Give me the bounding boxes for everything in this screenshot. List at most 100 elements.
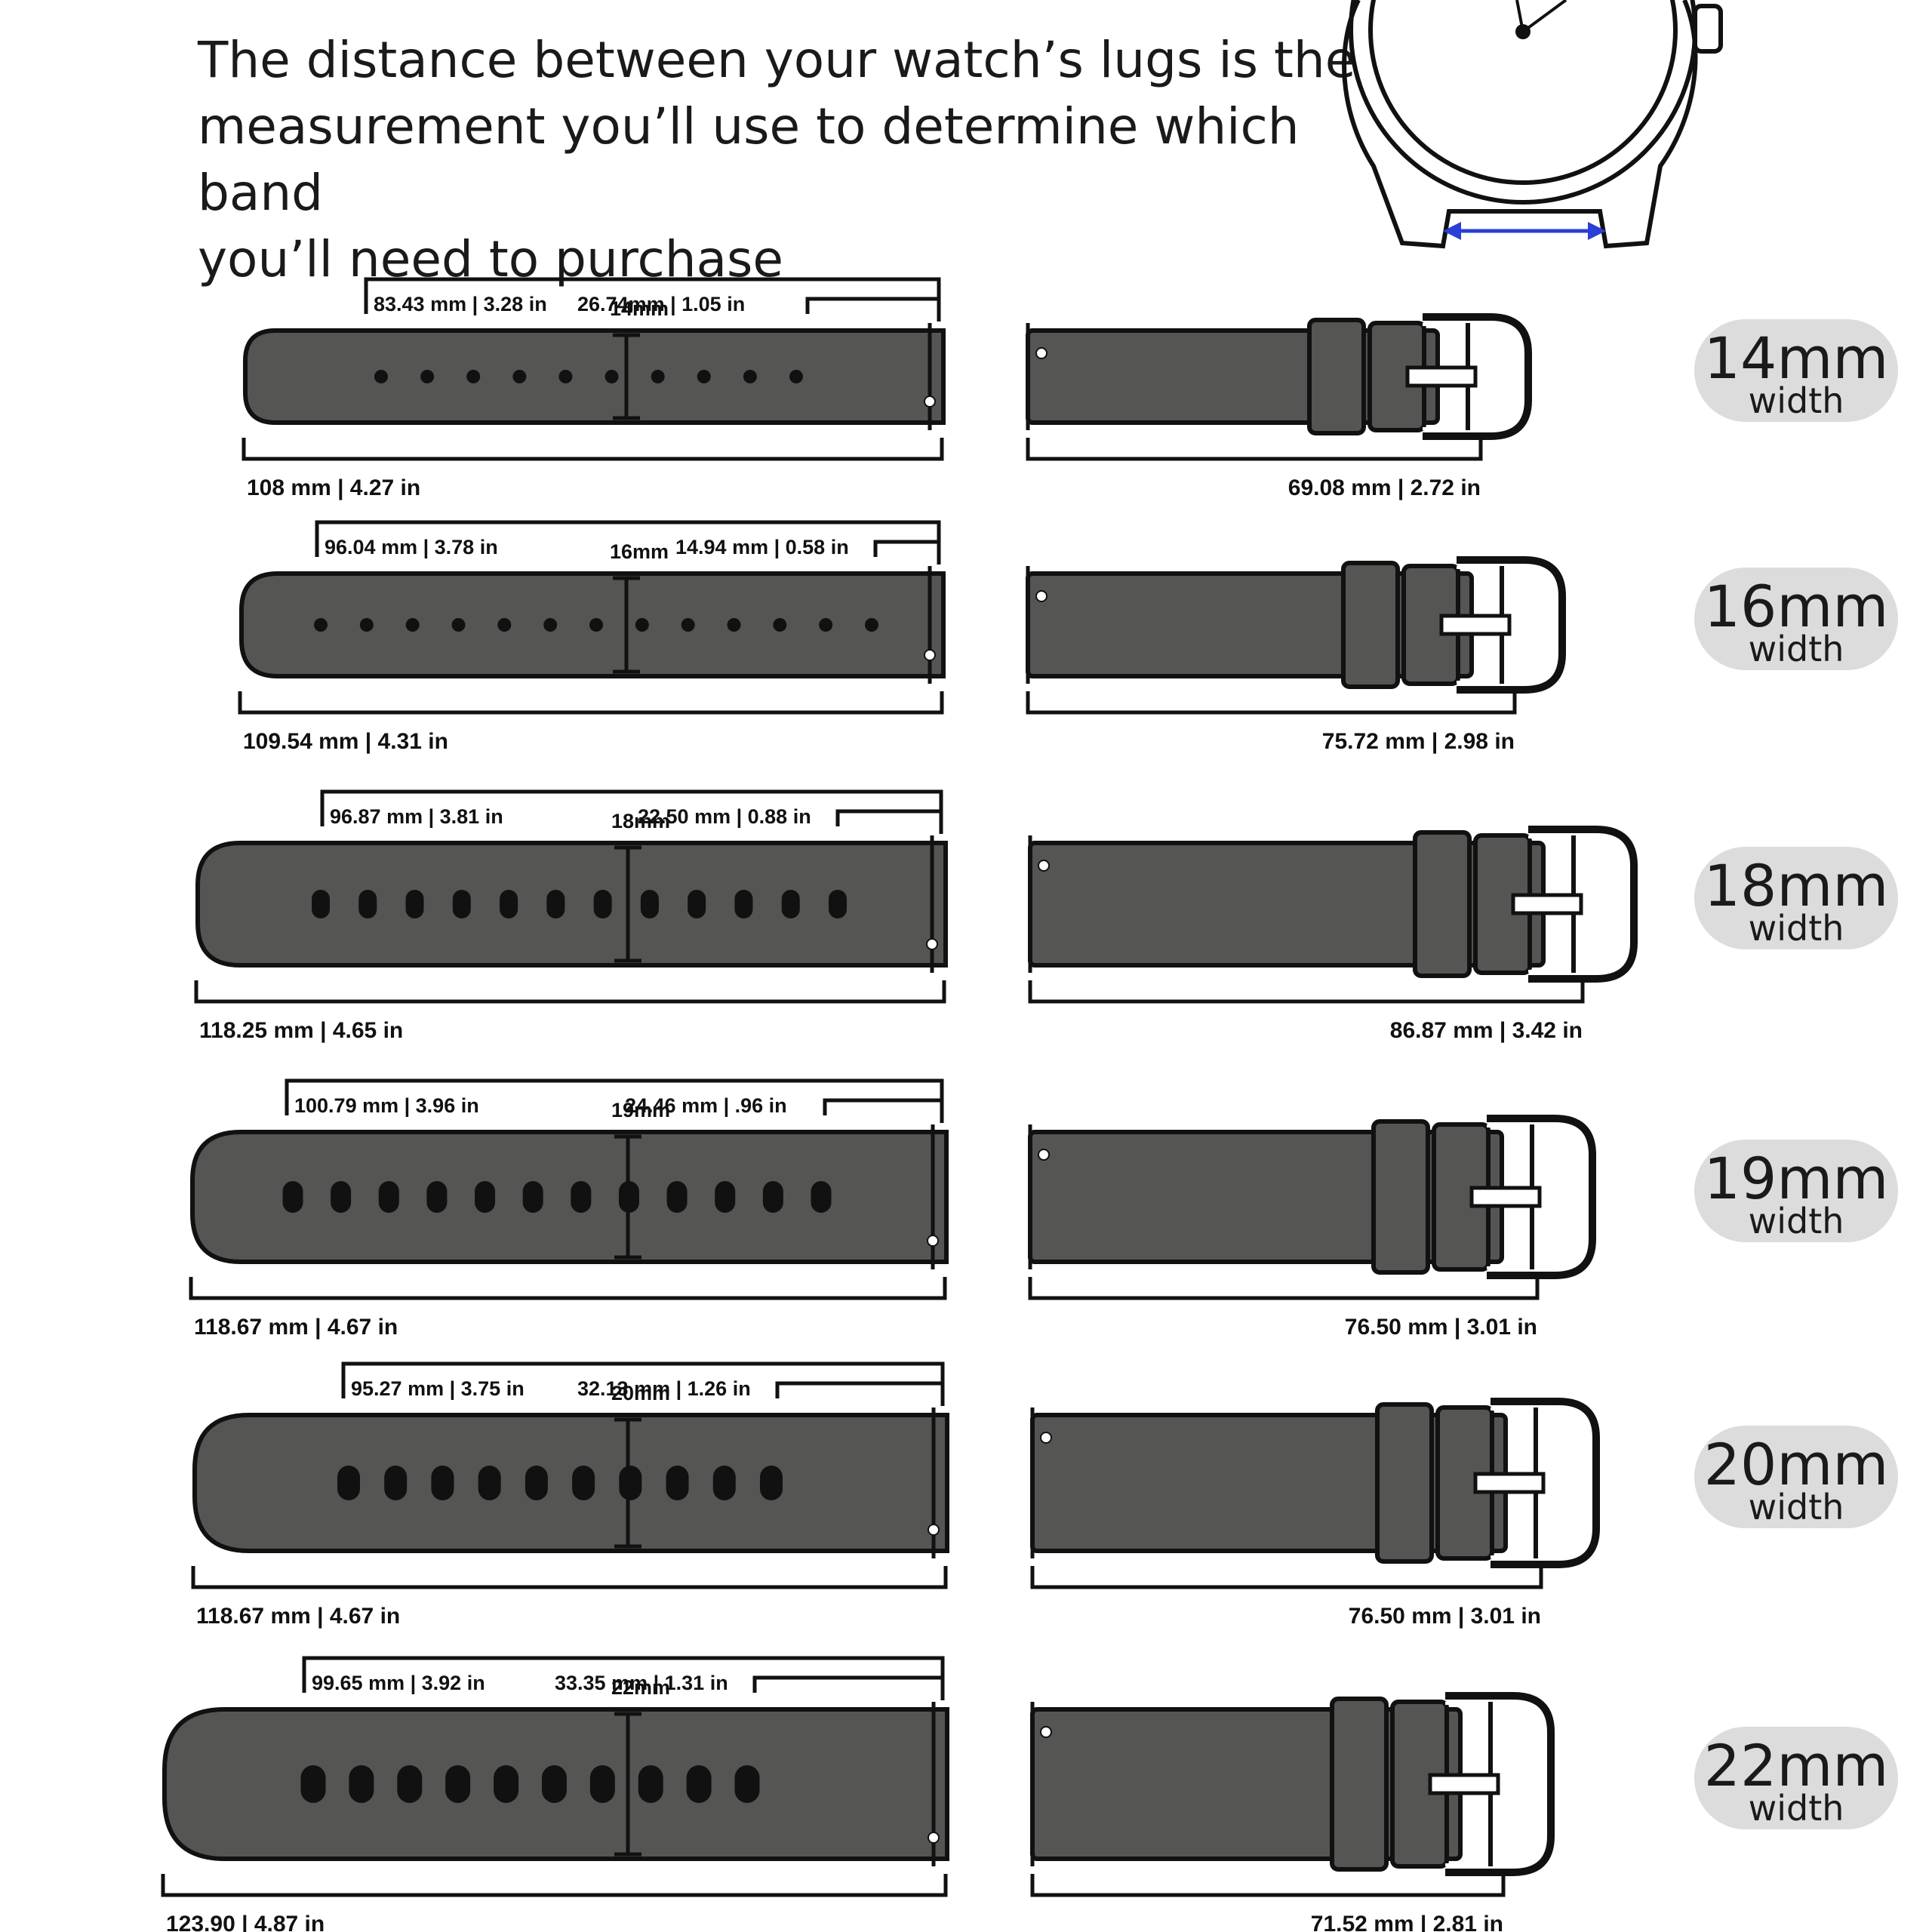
width-badge-caption: width <box>1749 380 1844 421</box>
strap-hole <box>541 1765 567 1803</box>
spring-bar-pin <box>1035 347 1048 359</box>
spring-bar-pin <box>924 395 936 408</box>
watch-center-pin <box>1515 24 1531 39</box>
strap-hole <box>445 1765 471 1803</box>
strap-hole <box>497 618 512 632</box>
strap-hole <box>811 1181 832 1213</box>
short-total-label: 76.50 mm | 3.01 in <box>1349 1604 1541 1629</box>
strap-hole <box>337 1466 360 1500</box>
strap-hole <box>384 1466 408 1500</box>
short-total-bracket <box>1028 1277 1540 1300</box>
hole-span-label: 96.87 mm | 3.81 in <box>330 805 503 828</box>
width-badge-caption: width <box>1749 1788 1844 1829</box>
strap-hole <box>374 370 388 383</box>
tip-length-bracket <box>775 1381 943 1398</box>
short-total-bracket <box>1028 980 1585 1004</box>
long-total-bracket <box>194 980 946 1004</box>
spring-bar-pin <box>927 1235 939 1247</box>
strap-hole <box>819 618 833 632</box>
short-total-label: 69.08 mm | 2.72 in <box>1288 475 1481 500</box>
width-indicator <box>614 1134 641 1260</box>
buckle-frame <box>1528 826 1638 983</box>
tip-length-label: 26.74mm | 1.05 in <box>577 293 745 315</box>
hole-span-label: 99.65 mm | 3.92 in <box>312 1672 485 1694</box>
width-indicator <box>614 845 641 963</box>
strap-hole <box>525 1466 548 1500</box>
long-total-label: 118.25 mm | 4.65 in <box>199 1018 403 1043</box>
long-total-bracket <box>189 1277 947 1300</box>
width-badge <box>1694 1140 1898 1242</box>
short-total-bracket <box>1026 438 1483 461</box>
width-badge-number: 22mm <box>1704 1732 1889 1799</box>
tip-length-bracket <box>835 809 941 826</box>
watch-minute-hand <box>1521 0 1567 33</box>
strap-loop <box>1371 1119 1430 1275</box>
strap-hole <box>426 1181 448 1213</box>
tip-length-label: 32.13 mm | 1.26 in <box>577 1377 751 1400</box>
strap-hole <box>478 1466 501 1500</box>
tip-length-bracket <box>752 1675 943 1693</box>
strap-hole <box>781 890 800 918</box>
long-strap <box>243 328 946 425</box>
strap-hole <box>314 618 328 632</box>
strap-hole <box>546 890 565 918</box>
width-indicator <box>613 333 640 420</box>
width-indicator <box>613 576 640 674</box>
long-strap <box>195 841 948 968</box>
strap-hole <box>358 890 377 918</box>
strap-hole <box>635 618 649 632</box>
strap-hole <box>431 1466 454 1500</box>
long-strap <box>192 1413 949 1553</box>
spring-bar-pin <box>1038 860 1050 872</box>
buckle-tongue <box>1511 893 1583 915</box>
strap-hole <box>397 1765 423 1803</box>
strap-hole <box>734 890 753 918</box>
strap-hole <box>300 1765 326 1803</box>
strap-loop <box>1307 318 1366 435</box>
buckle-frame <box>1457 556 1566 694</box>
strap-hole <box>865 618 878 632</box>
short-total-label: 76.50 mm | 3.01 in <box>1345 1315 1537 1340</box>
strap-hole <box>688 890 706 918</box>
buckle-frame <box>1487 1115 1596 1279</box>
strap-hole <box>734 1765 760 1803</box>
long-total-label: 118.67 mm | 4.67 in <box>194 1315 398 1340</box>
buckle-frame <box>1423 313 1532 440</box>
strap-hole <box>312 890 330 918</box>
strap-hole <box>572 1466 595 1500</box>
strap-hole <box>666 1181 688 1213</box>
watch-crown <box>1693 4 1723 54</box>
long-total-bracket <box>238 691 944 715</box>
strap-hole <box>589 618 603 632</box>
strap-hole <box>512 370 527 383</box>
width-label: 16mm <box>610 540 669 563</box>
strap-hole <box>743 370 757 383</box>
short-total-bracket <box>1026 691 1517 715</box>
strap-hole <box>697 370 711 383</box>
spring-bar-pin <box>928 1524 940 1536</box>
strap-hole <box>571 1181 592 1213</box>
strap-hole <box>331 1181 352 1213</box>
width-badge-number: 19mm <box>1704 1145 1889 1212</box>
width-badge-number: 18mm <box>1704 852 1889 919</box>
watch-case <box>1342 0 1698 249</box>
spring-bar-pin <box>1038 1149 1050 1161</box>
hole-span-label: 83.43 mm | 3.28 in <box>374 293 547 315</box>
width-badge-caption: width <box>1749 908 1844 949</box>
short-total-bracket <box>1030 1566 1543 1589</box>
headline-line-2: measurement you’ll use to determine whic… <box>198 97 1300 222</box>
strap-hole <box>466 370 481 383</box>
width-badge-caption: width <box>1749 1201 1844 1241</box>
buckle-tongue <box>1473 1472 1546 1494</box>
watch-dial <box>1368 0 1678 185</box>
strap-hole <box>359 618 374 632</box>
width-indicator <box>614 1712 641 1857</box>
tip-length-bracket <box>805 297 939 314</box>
strap-hole <box>651 370 665 383</box>
short-strap <box>1030 1413 1508 1553</box>
strap-hole <box>420 370 435 383</box>
